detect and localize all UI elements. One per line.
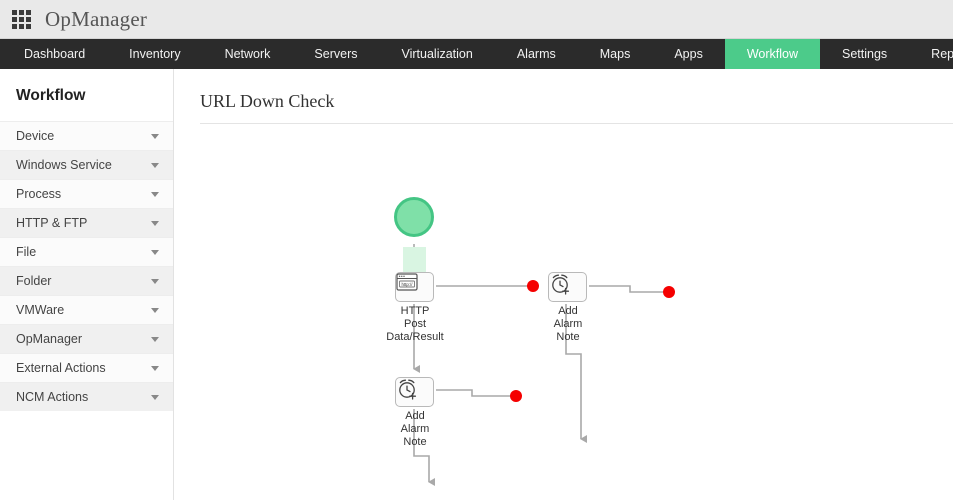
chevron-down-icon[interactable] <box>151 307 159 313</box>
svg-text:http://: http:// <box>402 282 414 287</box>
label-line: Add <box>405 410 425 422</box>
node-label-http-post: HTTP Post Data/Result <box>370 305 460 344</box>
start-connector-highlight <box>403 247 426 275</box>
endpoint-dot[interactable] <box>527 280 539 292</box>
node-add-alarm-note-2[interactable] <box>395 377 434 407</box>
tab-apps[interactable]: Apps <box>674 47 703 61</box>
chevron-down-icon[interactable] <box>151 220 159 226</box>
tab-inventory[interactable]: Inventory <box>129 47 181 61</box>
chevron-down-icon[interactable] <box>151 249 159 255</box>
chevron-down-icon[interactable] <box>151 278 159 284</box>
node-label-add-alarm-note-1: Add Alarm Note <box>523 305 613 344</box>
label-line: Post <box>403 318 426 330</box>
sidebar-item-label: Process <box>16 187 62 201</box>
label-line: HTTP <box>400 305 430 317</box>
endpoint-dots <box>510 280 675 402</box>
tab-alarms[interactable]: Alarms <box>516 47 556 61</box>
sidebar: Workflow Device Windows Service Process … <box>0 69 174 500</box>
endpoint-dot[interactable] <box>663 286 675 298</box>
chevron-down-icon[interactable] <box>151 336 159 342</box>
sidebar-item-label: HTTP & FTP <box>16 216 88 230</box>
tab-reports[interactable]: Reports <box>931 47 953 61</box>
label-line: Note <box>556 331 580 343</box>
label-line: Note <box>403 436 427 448</box>
http-browser-icon: http:// <box>396 273 418 291</box>
sidebar-item-http-ftp[interactable]: HTTP & FTP <box>0 208 173 237</box>
sidebar-item-label: Folder <box>16 274 52 288</box>
grid-menu-icon[interactable] <box>12 9 31 29</box>
main-content: URL Down Check <box>175 69 953 500</box>
tab-dashboard[interactable]: Dashboard <box>24 47 86 61</box>
title-divider <box>200 123 953 124</box>
chevron-down-icon[interactable] <box>151 365 159 371</box>
sidebar-item-label: VMWare <box>16 303 65 317</box>
sidebar-title: Workflow <box>16 87 86 104</box>
main-navigation: Dashboard Inventory Network Servers Virt… <box>0 39 953 69</box>
label-line: Add <box>558 305 578 317</box>
sidebar-item-windows-service[interactable]: Windows Service <box>0 150 173 179</box>
tab-settings[interactable]: Settings <box>842 47 888 61</box>
sidebar-item-label: Device <box>16 129 55 143</box>
label-line: Data/Result <box>386 331 444 343</box>
tab-workflow[interactable]: Workflow <box>724 39 820 69</box>
chevron-down-icon[interactable] <box>151 162 159 168</box>
alarm-clock-plus-icon <box>399 379 417 400</box>
sidebar-item-label: OpManager <box>16 332 83 346</box>
tab-servers[interactable]: Servers <box>314 47 358 61</box>
sidebar-item-external-actions[interactable]: External Actions <box>0 353 173 382</box>
label-line: Alarm <box>553 318 583 330</box>
node-http-post[interactable]: http:// <box>395 272 434 302</box>
sidebar-item-folder[interactable]: Folder <box>0 266 173 295</box>
sidebar-item-label: Windows Service <box>16 158 112 172</box>
tab-maps[interactable]: Maps <box>599 47 631 61</box>
chevron-down-icon[interactable] <box>151 394 159 400</box>
label-line: Alarm <box>400 423 430 435</box>
chevron-down-icon[interactable] <box>151 191 159 197</box>
page-title: URL Down Check <box>200 91 335 111</box>
sidebar-item-process[interactable]: Process <box>0 179 173 208</box>
sidebar-item-label: File <box>16 245 37 259</box>
tab-virtualization[interactable]: Virtualization <box>401 47 473 61</box>
node-add-alarm-note-1[interactable] <box>548 272 587 302</box>
sidebar-item-label: NCM Actions <box>16 390 89 404</box>
sidebar-item-file[interactable]: File <box>0 237 173 266</box>
start-node[interactable] <box>394 197 434 237</box>
chevron-down-icon[interactable] <box>151 133 159 139</box>
alarm-clock-plus-icon <box>552 274 570 295</box>
sidebar-item-label: External Actions <box>16 361 106 375</box>
sidebar-item-opmanager[interactable]: OpManager <box>0 324 173 353</box>
sidebar-item-ncm-actions[interactable]: NCM Actions <box>0 382 173 411</box>
endpoint-dot[interactable] <box>510 390 522 402</box>
tab-network[interactable]: Network <box>224 47 271 61</box>
sidebar-item-vmware[interactable]: VMWare <box>0 295 173 324</box>
brand-title: OpManager <box>45 6 148 31</box>
sidebar-item-device[interactable]: Device <box>0 121 173 150</box>
workflow-canvas[interactable]: http:// HTTP Post Data/Result Add <box>175 124 953 500</box>
brand-bar: OpManager <box>0 0 953 39</box>
node-label-add-alarm-note-2: Add Alarm Note <box>370 410 460 449</box>
workflow-connectors <box>413 244 675 486</box>
